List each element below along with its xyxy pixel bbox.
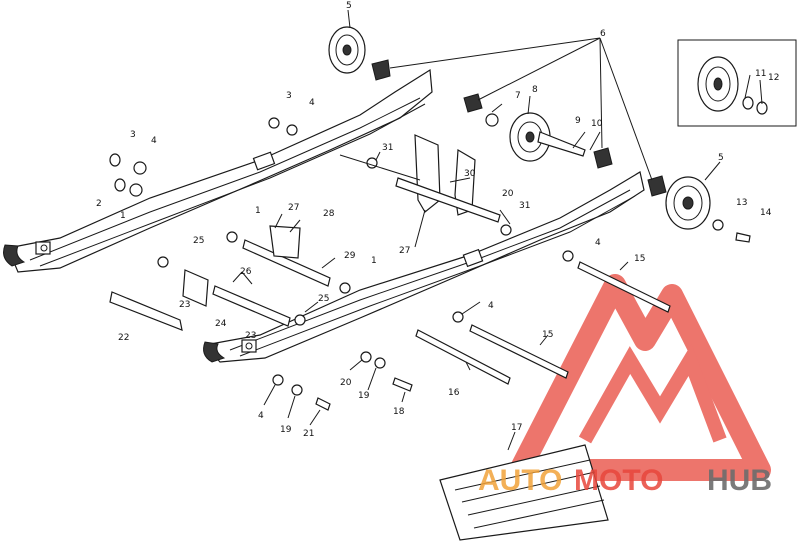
callout-29: 29 [344, 251, 356, 261]
callout-23-b: 23 [245, 331, 256, 341]
callout-1-a: 1 [120, 211, 126, 221]
callout-18: 18 [393, 407, 405, 417]
callout-10: 10 [591, 119, 603, 129]
callout-27-a: 27 [288, 203, 299, 213]
callout-6: 6 [600, 29, 606, 39]
callout-3-b: 3 [286, 91, 292, 101]
leader-lines [232, 9, 763, 451]
callout-17: 17 [511, 423, 522, 433]
caps [371, 59, 667, 197]
watermark-triangle-icon [509, 274, 771, 481]
inset-box [677, 39, 797, 127]
watermark-m-icon [578, 343, 727, 444]
wheel-top [328, 26, 366, 74]
callout-25-a: 25 [193, 236, 204, 246]
track-section [439, 444, 609, 541]
watermark-logo [509, 274, 771, 481]
callout-30: 30 [464, 169, 476, 179]
callout-23-a: 23 [179, 300, 190, 310]
callout-1-b: 1 [255, 206, 261, 216]
callout-4-d: 4 [488, 301, 494, 311]
callout-7: 7 [515, 91, 521, 101]
callout-3-a: 3 [130, 130, 136, 140]
callout-24: 24 [215, 319, 227, 329]
callout-15-b: 15 [542, 330, 553, 340]
callout-19-b: 19 [280, 425, 292, 435]
callout-4-a: 4 [151, 136, 157, 146]
callout-20-b: 20 [340, 378, 352, 388]
rail-tip-right [203, 341, 226, 363]
callout-5-a: 5 [346, 1, 352, 11]
callout-27-b: 27 [399, 246, 410, 256]
callout-4-c: 4 [595, 238, 601, 248]
wheel-right [665, 176, 711, 230]
callout-13: 13 [736, 198, 747, 208]
watermark-auto: AUTO [478, 464, 562, 497]
wheel-center [509, 112, 586, 162]
callout-28: 28 [323, 209, 335, 219]
callout-21: 21 [303, 429, 314, 439]
callout-31-a: 31 [382, 143, 393, 153]
callout-14: 14 [760, 208, 772, 218]
callout-25-b: 25 [318, 294, 329, 304]
callout-1-c: 1 [371, 256, 377, 266]
shafts [109, 225, 671, 411]
callout-31-b: 31 [519, 201, 530, 211]
watermark-text: AUTO MOTO HUB [478, 464, 772, 497]
callout-5-b: 5 [718, 153, 724, 163]
callout-26: 26 [240, 267, 252, 277]
watermark-moto: MOTO [574, 464, 663, 497]
left-rail [3, 68, 433, 273]
callout-2: 2 [96, 199, 102, 209]
callout-11: 11 [755, 69, 766, 79]
callout-8: 8 [532, 85, 538, 95]
callout-4-e: 4 [258, 411, 264, 421]
rail-tip-left [3, 244, 26, 267]
callout-4-b: 4 [309, 98, 315, 108]
center-bracket [395, 134, 501, 223]
washers [109, 113, 751, 396]
callout-16: 16 [448, 388, 460, 398]
watermark-hub: HUB [707, 464, 772, 497]
callouts: 1 1 1 2 3 3 4 4 4 4 4 5 5 6 7 8 9 10 11 … [96, 1, 779, 439]
callout-9: 9 [575, 116, 581, 126]
callout-12: 12 [768, 73, 779, 83]
callout-22: 22 [118, 333, 129, 343]
callout-15-a: 15 [634, 254, 645, 264]
callout-19-a: 19 [358, 391, 370, 401]
callout-20-a: 20 [502, 189, 514, 199]
right-rail [203, 171, 645, 363]
